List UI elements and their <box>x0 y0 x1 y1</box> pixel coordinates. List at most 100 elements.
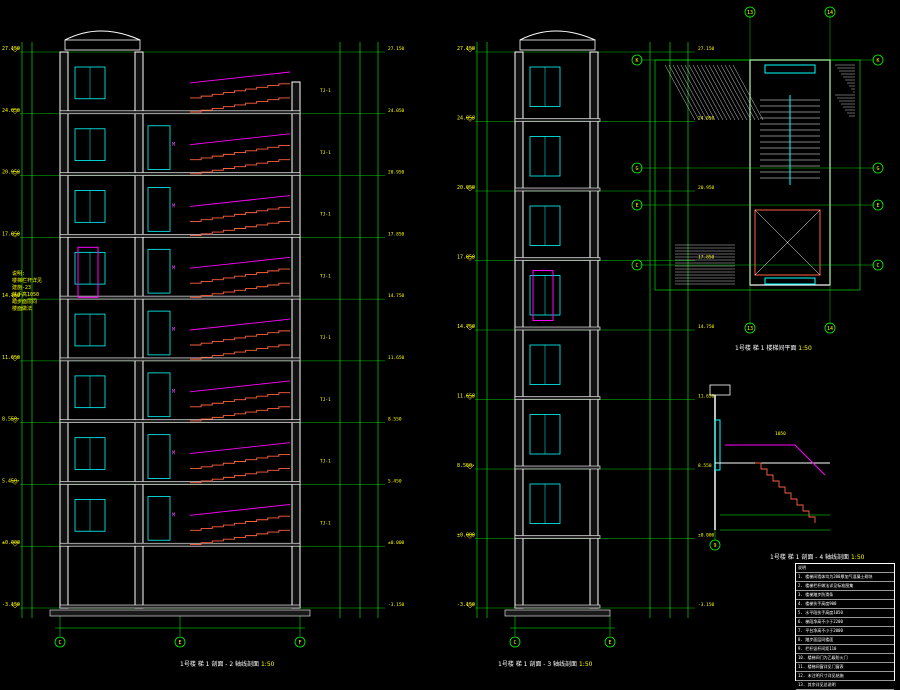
level-mark <box>10 541 20 547</box>
door-tag: M <box>172 389 175 395</box>
level-value-right: 8.550 <box>388 417 402 423</box>
level-value: ±0.000 <box>2 540 20 546</box>
stair-note: TJ-1 <box>320 520 331 526</box>
roof-hatch <box>712 64 744 121</box>
plan-axis-left <box>631 54 643 66</box>
notes-row: 7. 平台净高不小于2000 <box>796 627 894 636</box>
stair-railing <box>189 256 291 269</box>
door-tag: M <box>172 512 175 518</box>
stair-flight-down <box>190 468 290 484</box>
magenta-frame <box>532 270 554 321</box>
notes-row: 说明 <box>796 564 894 573</box>
level-value-right: 27.150 <box>698 46 715 52</box>
roof-hatch <box>688 64 720 121</box>
stair-note: TJ-1 <box>320 88 331 94</box>
stair-note: TJ-1 <box>320 150 331 156</box>
plan-axis-right-label: G <box>876 166 879 172</box>
axis-bubble <box>174 636 186 648</box>
stair-flight-up <box>190 515 290 531</box>
floor-slab <box>514 535 601 539</box>
level-value: 20.950 <box>2 170 20 176</box>
stair-flight-up <box>190 83 290 99</box>
door <box>147 372 171 418</box>
elevator-x2 <box>754 209 821 276</box>
plan-axis-right <box>872 259 884 271</box>
stair-flight-down <box>190 159 290 175</box>
level-value: 8.550 <box>457 463 472 469</box>
level-value-right: 20.950 <box>698 185 715 191</box>
door <box>147 496 171 541</box>
wall-left <box>59 51 69 609</box>
detail-axis-bubble <box>709 539 721 551</box>
level-mark <box>465 117 475 122</box>
floor-slab <box>59 357 301 362</box>
level-mark <box>10 47 20 53</box>
level-value-right: 24.050 <box>388 108 405 114</box>
level-value: 11.650 <box>457 394 475 400</box>
stair-flight-up <box>190 330 290 346</box>
plan-axis-top-label: 13 <box>747 10 753 16</box>
level-value: 8.550 <box>2 417 17 423</box>
plan-axis-right <box>872 162 884 174</box>
plan-axis-bottom <box>824 322 836 334</box>
floor-slab <box>514 187 601 192</box>
floor-slab <box>59 234 301 238</box>
roof-hatch <box>664 64 696 121</box>
level-value: 27.150 <box>2 46 20 52</box>
plan-axis-right <box>872 54 884 66</box>
plan-axis-top <box>824 6 836 18</box>
level-value: 27.150 <box>457 46 475 52</box>
level-value-right: -3.150 <box>698 602 715 608</box>
level-value-right: ±0.000 <box>388 540 405 546</box>
floor-slab <box>59 295 301 300</box>
plan-window-bottom <box>764 277 816 285</box>
notes-row: 12. 未注明尺寸详见结施 <box>796 672 894 681</box>
stair-flight-down <box>190 282 290 298</box>
level-mark <box>10 233 20 238</box>
stair-note: TJ-1 <box>320 459 331 465</box>
plan-axis-right-label: K <box>876 58 879 64</box>
level-value-right: 14.750 <box>698 324 715 330</box>
notes-row: 13. 其余详见总说明 <box>796 681 894 690</box>
floor-slab <box>514 465 601 470</box>
door <box>147 434 171 479</box>
plan-axis-bottom-label: 13 <box>747 326 753 332</box>
stair-flight-down <box>190 97 290 113</box>
note-text: 楼面做法 <box>12 305 32 312</box>
floor-slab <box>514 604 601 609</box>
roof-hatch <box>708 64 740 121</box>
plan-axis-top <box>744 6 756 18</box>
stair-railing <box>189 380 291 393</box>
plan-axis-bottom-label: 14 <box>827 326 833 332</box>
notes-row: 9. 栏杆竖杆间距110 <box>796 645 894 654</box>
door <box>147 248 171 294</box>
level-value: -3.150 <box>457 602 475 608</box>
door <box>147 125 171 170</box>
level-value: 20.950 <box>457 185 475 191</box>
level-value: 17.850 <box>457 255 475 261</box>
plan-axis-left-label: G <box>635 166 638 172</box>
floor-slab <box>59 481 301 485</box>
note-text: 建施-23 <box>12 284 31 291</box>
note-text: 楼梯栏杆详见 <box>12 277 42 284</box>
axis-bubble <box>604 636 616 648</box>
notes-row: 4. 楼梯扶手高度900 <box>796 600 894 609</box>
door-tag: M <box>172 451 175 457</box>
detail-parapet <box>709 384 731 396</box>
plan-axis-top-label: 14 <box>827 10 833 16</box>
notes-row: 8. 踏步面层同楼面 <box>796 636 894 645</box>
stair-flight-up <box>190 392 290 408</box>
notes-row: 11. 楼梯间窗详见门窗表 <box>796 663 894 672</box>
note-text: 踏步面层同 <box>12 298 37 305</box>
roof-parapet <box>64 39 141 51</box>
caption-detail: 1号楼 梯 1 剖面 - 4 轴线剖面 1:50 <box>770 554 865 561</box>
stair-railing <box>189 133 291 146</box>
level-value-right: 14.750 <box>388 293 405 299</box>
wall-mid <box>134 51 144 609</box>
plan-axis-left-label: K <box>635 58 638 64</box>
door-tag: M <box>172 265 175 271</box>
notes-row: 3. 楼梯踏步防滑条 <box>796 591 894 600</box>
plan-axis-right <box>872 199 884 211</box>
